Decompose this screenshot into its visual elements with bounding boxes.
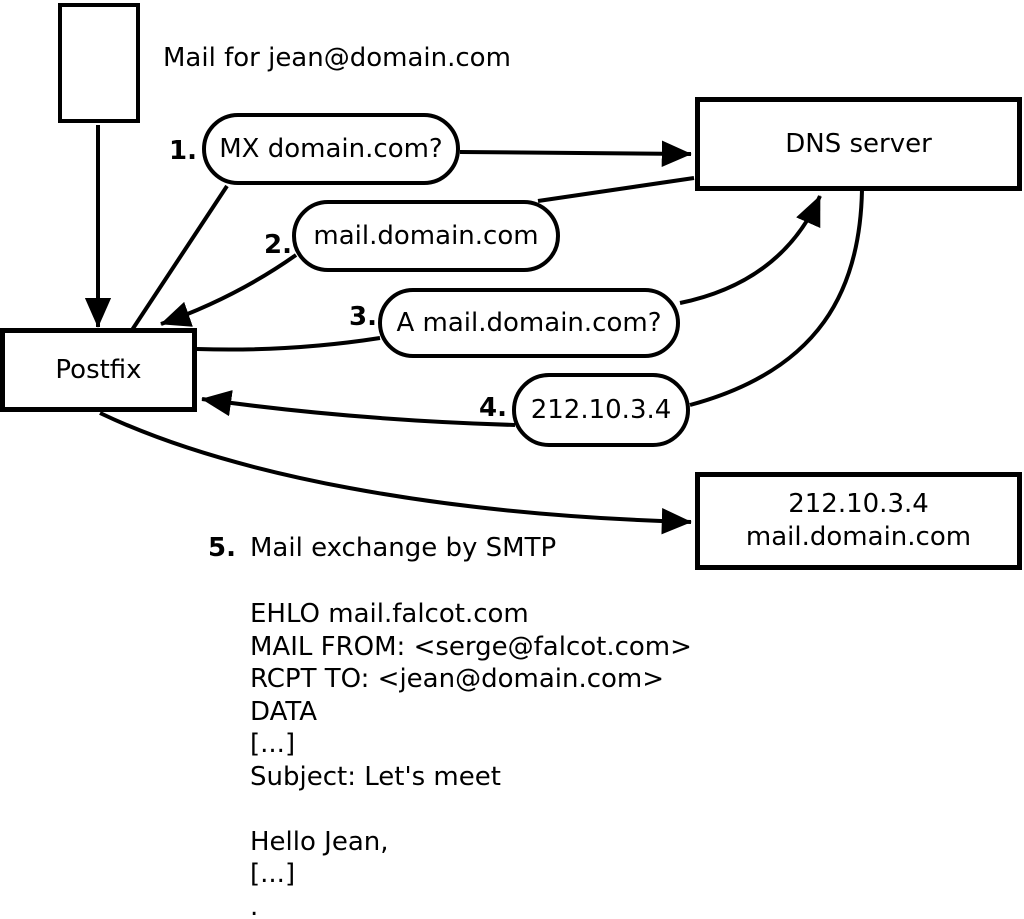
tail-postfix-to-query1 [130,184,229,332]
bubble-a-query-label: A mail.domain.com? [396,308,662,338]
bubble-a-reply-label: 212.10.3.4 [530,395,672,425]
postfix-box: Postfix [0,328,197,412]
smtp-line: . [250,891,259,919]
smtp-line: RCPT TO: <jean@domain.com> [250,664,665,694]
smtp-line [250,793,692,826]
mail-message-box [58,3,140,123]
bubble-a-reply: 212.10.3.4 [512,373,690,447]
tail-dns-to-reply2 [537,176,695,203]
step-2-number: 2. [264,230,292,260]
bubble-a-query: A mail.domain.com? [378,288,680,358]
mail-server-box: 212.10.3.4 mail.domain.com [695,472,1022,570]
step-1-number: 1. [169,136,197,166]
smtp-line: Subject: Let's meet [250,761,501,792]
bubble-mx-reply-label: mail.domain.com [313,221,539,251]
mail-server-hostname: mail.domain.com [745,522,972,552]
arrow-reply4-to-postfix [201,390,516,427]
smtp-line: [...] [250,859,296,889]
bubble-mx-query-label: MX domain.com? [219,134,443,164]
dns-server-box: DNS server [695,97,1022,191]
tail-dns-to-reply4 [689,189,864,407]
mail-server-ip: 212.10.3.4 [788,489,929,519]
tail-postfix-to-query3 [196,336,381,352]
mail-caption: Mail for jean@domain.com [163,43,511,73]
bubble-mx-reply: mail.domain.com [292,200,560,272]
smtp-line: MAIL FROM: <serge@falcot.com> [250,631,692,662]
step-4-number: 4. [479,393,507,423]
smtp-session-transcript: EHLO mail.falcot.com MAIL FROM: <serge@f… [250,598,692,919]
dns-server-label: DNS server [785,128,932,159]
arrow-reply2-to-postfix [160,253,298,327]
smtp-line: Hello Jean, [250,826,389,857]
bubble-mx-query: MX domain.com? [202,113,460,185]
smtp-line: EHLO mail.falcot.com [250,599,529,629]
smtp-line: [...] [250,729,296,759]
arrow-postfix-to-mailserver [99,411,692,535]
step-5-number: 5. [208,533,236,563]
smtp-line: DATA [250,696,317,727]
step-3-number: 3. [349,302,377,332]
step-5-label: Mail exchange by SMTP [250,533,557,563]
arrow-query3-to-dns [679,195,822,305]
postfix-label: Postfix [55,354,142,385]
arrow-query1-to-dns [459,140,692,167]
